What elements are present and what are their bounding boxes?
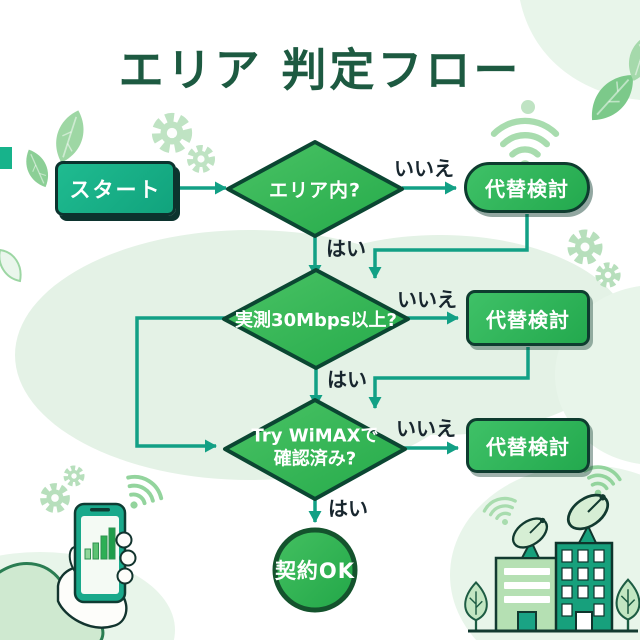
edge-square-decoration: [0, 147, 12, 169]
decision3-label: Try WiMAXで 確認済み?: [252, 425, 379, 472]
phone-signal-illustration: [0, 468, 168, 640]
gear-icon: [157, 118, 187, 148]
edge-alt1-down: [368, 214, 529, 279]
dish-stand: [520, 538, 541, 559]
gear-icon: [191, 149, 212, 170]
alt2-label: 代替検討: [486, 307, 570, 332]
gear-icon: [44, 487, 66, 509]
alt1-node: 代替検討: [464, 162, 590, 213]
start-node: スタート: [55, 161, 176, 216]
decorations: [0, 29, 640, 285]
decision1-diamond: [226, 140, 404, 238]
edge-label-no2: いいえ: [397, 287, 457, 312]
alt1-label: 代替検討: [485, 177, 569, 201]
finger: [115, 531, 133, 549]
window-row: [504, 568, 550, 575]
edge-d2-left-loop: [135, 316, 226, 453]
alt2-node: 代替検討: [466, 290, 590, 346]
gear-icon: [599, 266, 618, 285]
leaf-icon: [19, 145, 55, 192]
finger: [116, 567, 134, 585]
decision3-label-line2: 確認済み?: [273, 449, 357, 470]
edge-label-yes1: はい: [326, 236, 366, 261]
decision2-label: 実測30Mbps以上?: [235, 310, 397, 331]
signal-bars-icon: [84, 527, 116, 560]
window-row: [504, 582, 550, 589]
gear-icon: [66, 468, 82, 484]
alt3-node: 代替検討: [466, 418, 590, 473]
edge-label-no1: いいえ: [394, 156, 454, 181]
decision3-diamond: [223, 398, 407, 501]
phone-speaker: [90, 508, 110, 512]
end-label: 契約OK: [274, 559, 356, 583]
edge-label-no3: いいえ: [396, 416, 456, 441]
buildings-antenna-illustration: [464, 461, 640, 633]
start-label: スタート: [69, 177, 162, 202]
edge-label-yes2: はい: [327, 367, 367, 392]
leaf-icon: [0, 248, 22, 283]
dot-decoration: [521, 100, 535, 114]
edge-label-yes3: はい: [328, 496, 368, 521]
alt3-label: 代替検討: [486, 435, 570, 459]
decision3-label-line1: Try WiMAXで: [251, 425, 379, 447]
window-row: [504, 596, 550, 603]
decision2-diamond: [222, 268, 410, 370]
door: [575, 611, 593, 632]
edge-alt2-down: [368, 347, 530, 409]
flow-connectors: [135, 181, 530, 523]
window-grid: [561, 549, 605, 617]
finger: [119, 549, 137, 567]
leaf-icon: [48, 105, 92, 168]
gear-icon: [572, 234, 598, 260]
decision1-label: エリア内?: [268, 179, 362, 202]
decision-shapes: [222, 140, 410, 501]
page-title: エリア 判定フロー: [118, 43, 522, 97]
dish-stand: [577, 523, 598, 544]
door: [517, 611, 537, 632]
end-circle: [272, 527, 358, 613]
